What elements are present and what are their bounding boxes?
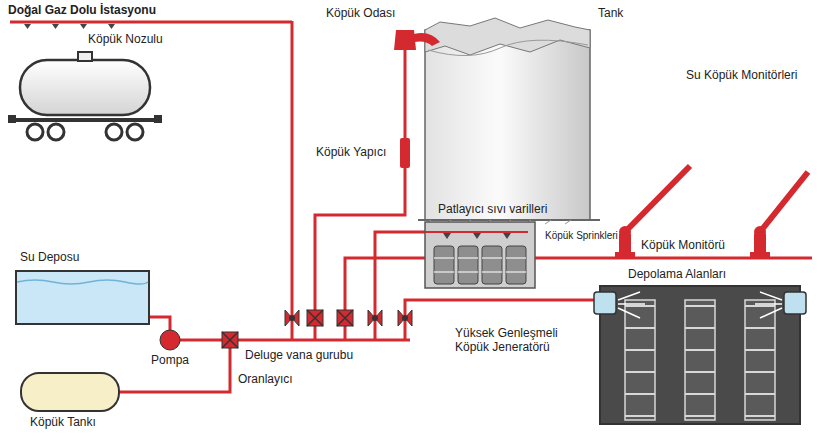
- part-label: Yüksek Genleşmeli Köpük Jeneratörü: [455, 326, 590, 354]
- pump: Pompa: [160, 330, 180, 350]
- node-label: Su Deposu: [20, 250, 79, 264]
- water-tank: Su Deposu: [15, 270, 150, 325]
- storage-tank: [418, 18, 600, 224]
- tank-foam-line: [315, 30, 440, 340]
- explosive-barrels: [375, 222, 535, 340]
- part-label: Su Köpük Monitörleri: [686, 68, 797, 82]
- foam-tank-shape: [20, 372, 120, 412]
- part-label: Köpük Monitörü: [641, 238, 725, 252]
- part-label: Depolama Alanları: [628, 267, 726, 281]
- part-label: Tank: [598, 6, 623, 20]
- foam-tank: Köpük Tankı: [20, 372, 120, 412]
- node-label: Köpük Tankı: [30, 415, 96, 429]
- proportioner: Oranlayıcı: [222, 332, 238, 348]
- node-label: Pompa: [151, 353, 189, 367]
- rail-tank-car: [8, 52, 162, 140]
- part-label: Köpük Nozulu: [88, 32, 163, 46]
- nozzle-pipe: [10, 21, 292, 340]
- node-label: Oranlayıcı: [238, 372, 293, 386]
- deluge-valve-group: [236, 310, 412, 340]
- pipe-connector: [180, 339, 222, 342]
- proportioner-shape: [222, 332, 238, 348]
- water-tank-shape: [15, 270, 150, 325]
- part-label: Patlayıcı sıvı varilleri: [438, 202, 547, 216]
- pump-shape: [160, 330, 180, 350]
- pipe-connector: [120, 348, 230, 392]
- station-title: Doğal Gaz Dolu İstasyonu: [8, 3, 156, 17]
- pipe-connector: [150, 317, 170, 330]
- part-label: Köpük Odası: [326, 6, 395, 20]
- part-label: Deluge vana gurubu: [245, 348, 353, 362]
- part-label: Köpük Sprinkleri: [545, 229, 618, 243]
- part-label: Köpük Yapıcı: [316, 145, 386, 159]
- storage-area: [405, 286, 806, 424]
